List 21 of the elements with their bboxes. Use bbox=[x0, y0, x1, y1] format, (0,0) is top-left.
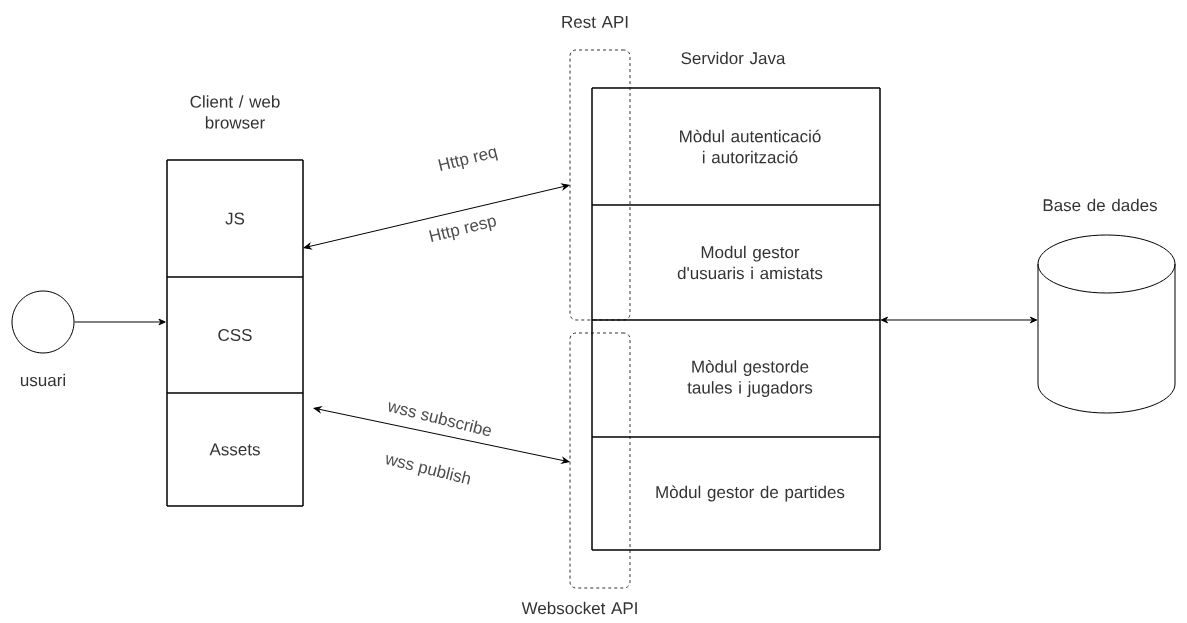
message-label: Http resp bbox=[426, 213, 500, 247]
module-box: Modul gestor d'usuaris i amistats bbox=[591, 204, 881, 321]
node-label: Client / web browser bbox=[190, 95, 280, 129]
arrow bbox=[74, 318, 166, 326]
arrow bbox=[880, 316, 1038, 324]
node-caption: usuari bbox=[20, 373, 65, 387]
message-label: wss publish bbox=[382, 450, 474, 490]
module-box: Mòdul autenticació i autorització bbox=[591, 87, 881, 206]
edge-label: Http req bbox=[435, 144, 501, 176]
database-cylinder: Base de dades bbox=[1037, 198, 1176, 414]
node-label: Servidor Java bbox=[681, 51, 786, 65]
module-box: Assets bbox=[166, 392, 304, 507]
module-box: JS bbox=[166, 159, 304, 278]
arrow bbox=[313, 406, 570, 464]
module-box: Mòdul gestor de partides bbox=[591, 436, 881, 551]
edge-label: wss subscribe bbox=[385, 397, 495, 439]
node-label: Rest API bbox=[562, 16, 628, 28]
module-box: CSS bbox=[166, 276, 304, 394]
arrow bbox=[303, 183, 570, 250]
module-box: Mòdul gestorde taules i jugadors bbox=[591, 319, 881, 438]
node-label: Websocket API bbox=[521, 601, 637, 615]
